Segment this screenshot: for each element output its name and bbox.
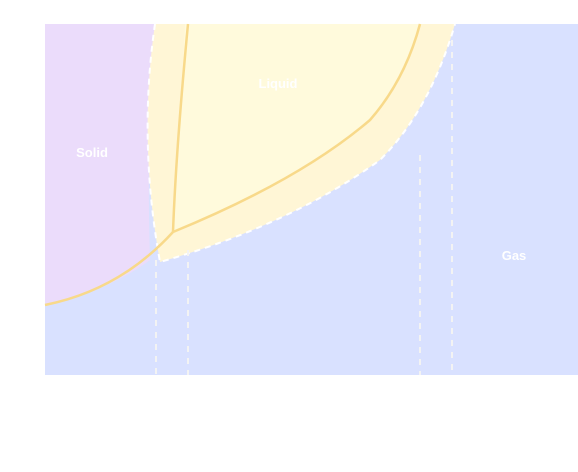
solid-liquid-boundary <box>171 23 190 233</box>
dashed-phase-boundary <box>146 23 456 264</box>
liquid-gas-boundary <box>172 23 422 234</box>
liquid-label: Liquid <box>259 76 298 91</box>
solid-region <box>45 24 155 305</box>
liquid-region <box>173 24 420 232</box>
gas-label: Gas <box>502 248 527 263</box>
solid-label: Solid <box>76 145 108 160</box>
solid-gas-boundary <box>44 231 174 307</box>
